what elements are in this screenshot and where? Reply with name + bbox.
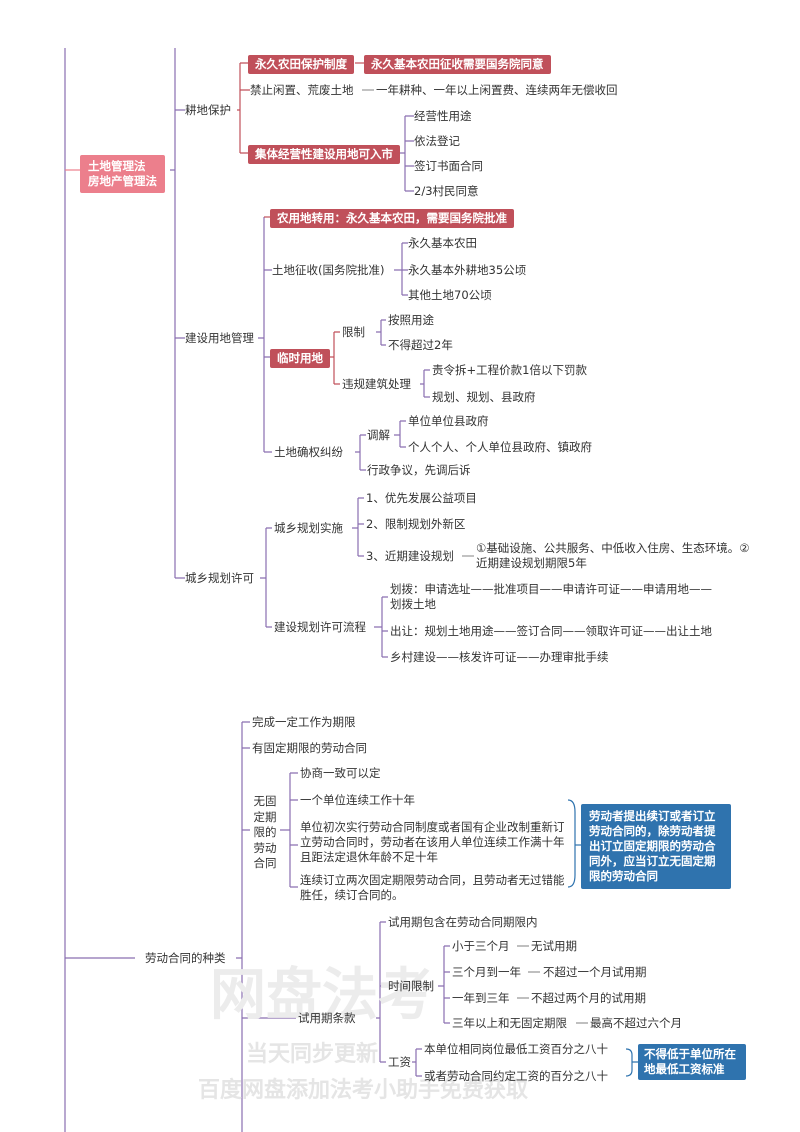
probation-within-node[interactable]: 试用期包含在劳动合同期限内 [388, 915, 538, 929]
probation-clause-node[interactable]: 试用期条款 [298, 1011, 356, 1025]
time-limit-a[interactable]: 三个月到一年 [452, 965, 521, 979]
unfixed-contract-node[interactable]: 无固定期限的劳动合同 [253, 794, 277, 870]
collective-land-node[interactable]: 集体经营性建设用地可入市 [248, 145, 400, 164]
planning-permit-label[interactable]: 城乡规划许可 [185, 571, 254, 585]
illegal-building-node[interactable]: 违规建筑处理 [342, 377, 411, 391]
planning-impl-item[interactable]: 1、优先发展公益项目 [366, 491, 477, 505]
land-expropriation-node[interactable]: 土地征收(国务院批准) [272, 263, 385, 277]
task-contract-node[interactable]: 完成一定工作为期限 [252, 715, 356, 729]
limit-item[interactable]: 不得超过2年 [388, 338, 453, 352]
time-limit-a[interactable]: 一年到三年 [452, 991, 510, 1005]
construction-land-label[interactable]: 建设用地管理 [185, 331, 254, 345]
planning-impl-item[interactable]: 2、限制规划外新区 [366, 517, 466, 531]
wage-note[interactable]: 不得低于单位所在地最低工资标准 [638, 1044, 746, 1080]
expropriation-item[interactable]: 其他土地70公顷 [408, 288, 492, 302]
mediation-node[interactable]: 调解 [367, 428, 390, 442]
unfixed-item[interactable]: 连续订立两次固定期限劳动合同，且劳动者无过错能胜任，续订合同的。 [300, 873, 565, 902]
root-node[interactable]: 土地管理法 房地产管理法 [80, 155, 165, 193]
time-limit-b[interactable]: 最高不超过六个月 [590, 1016, 682, 1030]
unfixed-contract-note[interactable]: 劳动者提出续订或者订立劳动合同的，除劳动者提出订立固定期限的劳动合同外，应当订立… [581, 804, 731, 889]
limit-item[interactable]: 按照用途 [388, 313, 434, 327]
recent-planning-note[interactable]: ①基础设施、公共服务、中低收入住房、生态环境。②近期建设规划期限5年 [476, 541, 750, 570]
permanent-farmland-note[interactable]: 永久基本农田征收需要国务院同意 [364, 55, 551, 74]
land-protection-label[interactable]: 耕地保护 [185, 103, 231, 117]
land-dispute-node[interactable]: 土地确权纠纷 [274, 445, 343, 459]
labor-contract-label[interactable]: 劳动合同的种类 [145, 951, 226, 965]
wage-item[interactable]: 或者劳动合同约定工资的百分之八十 [424, 1069, 608, 1083]
collective-item[interactable]: 经营性用途 [414, 109, 472, 123]
planning-impl-item[interactable]: 3、近期建设规划 [366, 549, 454, 563]
wage-node[interactable]: 工资 [388, 1055, 411, 1069]
collective-item[interactable]: 签订书面合同 [414, 159, 483, 173]
mediation-item[interactable]: 个人个人、个人单位县政府、镇政府 [408, 440, 592, 454]
watermark-line1: 网盘法考 [210, 963, 434, 1028]
fixed-contract-node[interactable]: 有固定期限的劳动合同 [252, 741, 367, 755]
time-limit-b[interactable]: 无试用期 [531, 939, 577, 953]
unfixed-item[interactable]: 单位初次实行劳动合同制度或者国有企业改制重新订立劳动合同时，劳动者在该用人单位连… [300, 820, 565, 864]
root-line1: 土地管理法 [88, 159, 146, 173]
process-item[interactable]: 乡村建设——核发许可证——办理审批手续 [390, 650, 609, 664]
time-limit-b[interactable]: 不超过一个月试用期 [543, 965, 647, 979]
time-limit-a[interactable]: 三年以上和无固定期限 [452, 1016, 567, 1030]
planning-impl-node[interactable]: 城乡规划实施 [274, 521, 343, 535]
process-item[interactable]: 出让：规划土地用途——签订合同——领取许可证——出让土地 [390, 624, 712, 638]
temporary-land-node[interactable]: 临时用地 [270, 349, 330, 368]
expropriation-item[interactable]: 永久基本外耕地35公顷 [408, 263, 527, 277]
illegal-item[interactable]: 责令拆+工程价款1倍以下罚款 [432, 363, 587, 377]
land-conversion-node[interactable]: 农用地转用：永久基本农田，需要国务院批准 [270, 209, 514, 228]
time-limit-a[interactable]: 小于三个月 [452, 939, 510, 953]
limit-node[interactable]: 限制 [342, 325, 365, 339]
idle-land-note[interactable]: 一年耕种、一年以上闲置费、连续两年无偿收回 [376, 83, 618, 97]
illegal-item[interactable]: 规划、规划、县政府 [432, 390, 536, 404]
wage-item[interactable]: 本单位相同岗位最低工资百分之八十 [424, 1042, 608, 1056]
time-limit-b[interactable]: 不超过两个月的试用期 [531, 991, 646, 1005]
admin-dispute-node[interactable]: 行政争议，先调后诉 [367, 463, 471, 477]
watermark-line2: 当天同步更新 [246, 1042, 379, 1067]
permanent-farmland-node[interactable]: 永久农田保护制度 [248, 55, 354, 74]
idle-land-node[interactable]: 禁止闲置、荒废土地 [250, 83, 354, 97]
time-limit-node[interactable]: 时间限制 [388, 979, 434, 993]
permit-process-node[interactable]: 建设规划许可流程 [274, 620, 366, 634]
process-item[interactable]: 划拨：申请选址——批准项目——申请许可证——申请用地——划拨土地 [390, 582, 712, 611]
root-line2: 房地产管理法 [88, 174, 157, 188]
expropriation-item[interactable]: 永久基本农田 [408, 236, 477, 250]
unfixed-item[interactable]: 协商一致可以定 [300, 766, 381, 780]
collective-item[interactable]: 依法登记 [414, 134, 460, 148]
collective-item[interactable]: 2/3村民同意 [414, 184, 479, 198]
mediation-item[interactable]: 单位单位县政府 [408, 414, 489, 428]
unfixed-item[interactable]: 一个单位连续工作十年 [300, 793, 415, 807]
watermark-line3: 百度网盘添加法考小助手免费获取 [198, 1078, 529, 1103]
